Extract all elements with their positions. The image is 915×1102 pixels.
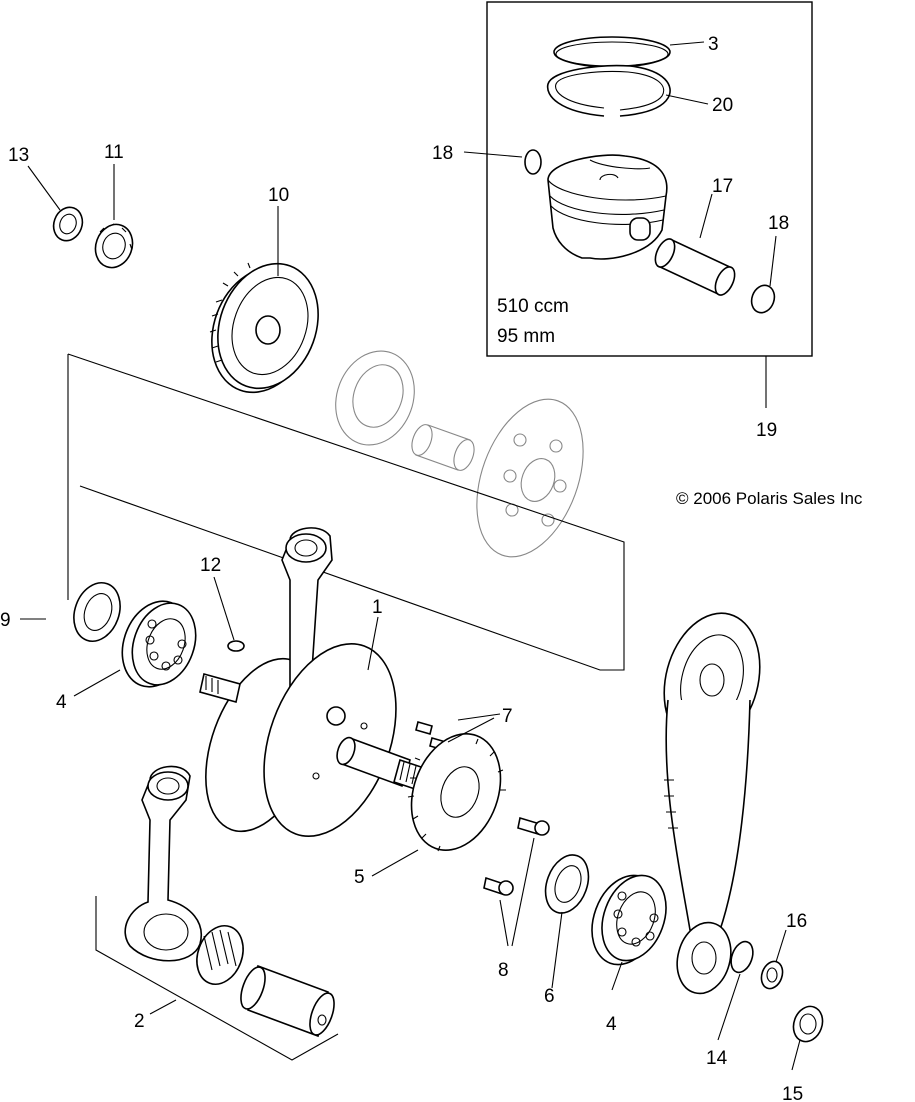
callout-12: 12 (200, 555, 221, 576)
piston-kit-frame (486, 1, 813, 357)
displacement-spec: 510 ccm (497, 296, 569, 317)
piston (547, 154, 668, 260)
callout-15: 15 (782, 1084, 803, 1102)
callout-8: 8 (498, 960, 509, 981)
bore-spec: 95 mm (497, 326, 555, 347)
thrust-washer (544, 854, 590, 914)
callouts: 3 20 18 17 18 19 13 11 10 9 4 12 1 7 5 8… (0, 34, 807, 1102)
lock-washer (760, 960, 784, 990)
rod-assembly-bracket (95, 896, 339, 1061)
assembly-bracket-line (67, 353, 625, 671)
ghost-starter-gear (476, 398, 584, 558)
callout-13: 13 (8, 145, 29, 166)
callout-14: 14 (706, 1048, 728, 1069)
oil-seal-small (52, 206, 84, 242)
main-bearing-right (591, 874, 667, 966)
ghost-bearing (335, 350, 415, 446)
piston-ring-second (546, 64, 671, 117)
callout-4-right: 4 (606, 1014, 617, 1035)
timing-chain (663, 612, 761, 995)
crankshaft-assembly (199, 527, 425, 837)
balance-drive-gear (209, 262, 319, 394)
leader-lines (20, 41, 801, 1071)
gear-nut (94, 223, 134, 269)
piston-kit-group: 510 ccm 95 mm (486, 1, 813, 357)
piston-pin-clip-right (750, 284, 776, 314)
callout-10: 10 (268, 185, 289, 206)
oil-seal-large (73, 582, 121, 642)
callout-20: 20 (712, 95, 733, 116)
callout-4-left: 4 (56, 692, 67, 713)
callout-9: 9 (0, 610, 11, 631)
piston-ring-top (553, 36, 671, 68)
callout-18-left: 18 (432, 143, 453, 164)
locating-pins (415, 721, 447, 751)
callout-1: 1 (372, 597, 383, 618)
callout-11: 11 (104, 142, 124, 163)
callout-6: 6 (544, 986, 555, 1007)
callout-16: 16 (786, 911, 807, 932)
woodruff-key (227, 640, 245, 652)
piston-pin-clip-left (524, 149, 542, 175)
crank-nut (792, 1005, 824, 1043)
callout-5: 5 (354, 867, 365, 888)
callout-3: 3 (708, 34, 719, 55)
callout-18-right: 18 (768, 213, 789, 234)
piston-pin (654, 238, 736, 296)
callout-17: 17 (712, 176, 733, 197)
callout-19: 19 (756, 420, 777, 441)
connecting-rod-assembly (124, 765, 335, 1038)
copyright-notice: © 2006 Polaris Sales Inc (676, 489, 863, 508)
callout-7: 7 (502, 706, 513, 727)
main-bearing-left (121, 600, 197, 688)
ghost-needle-bearing (411, 424, 475, 471)
cam-drive-sprocket (407, 733, 506, 852)
callout-2: 2 (134, 1011, 145, 1032)
gear-bolts (483, 816, 550, 896)
snap-ring (730, 940, 754, 974)
